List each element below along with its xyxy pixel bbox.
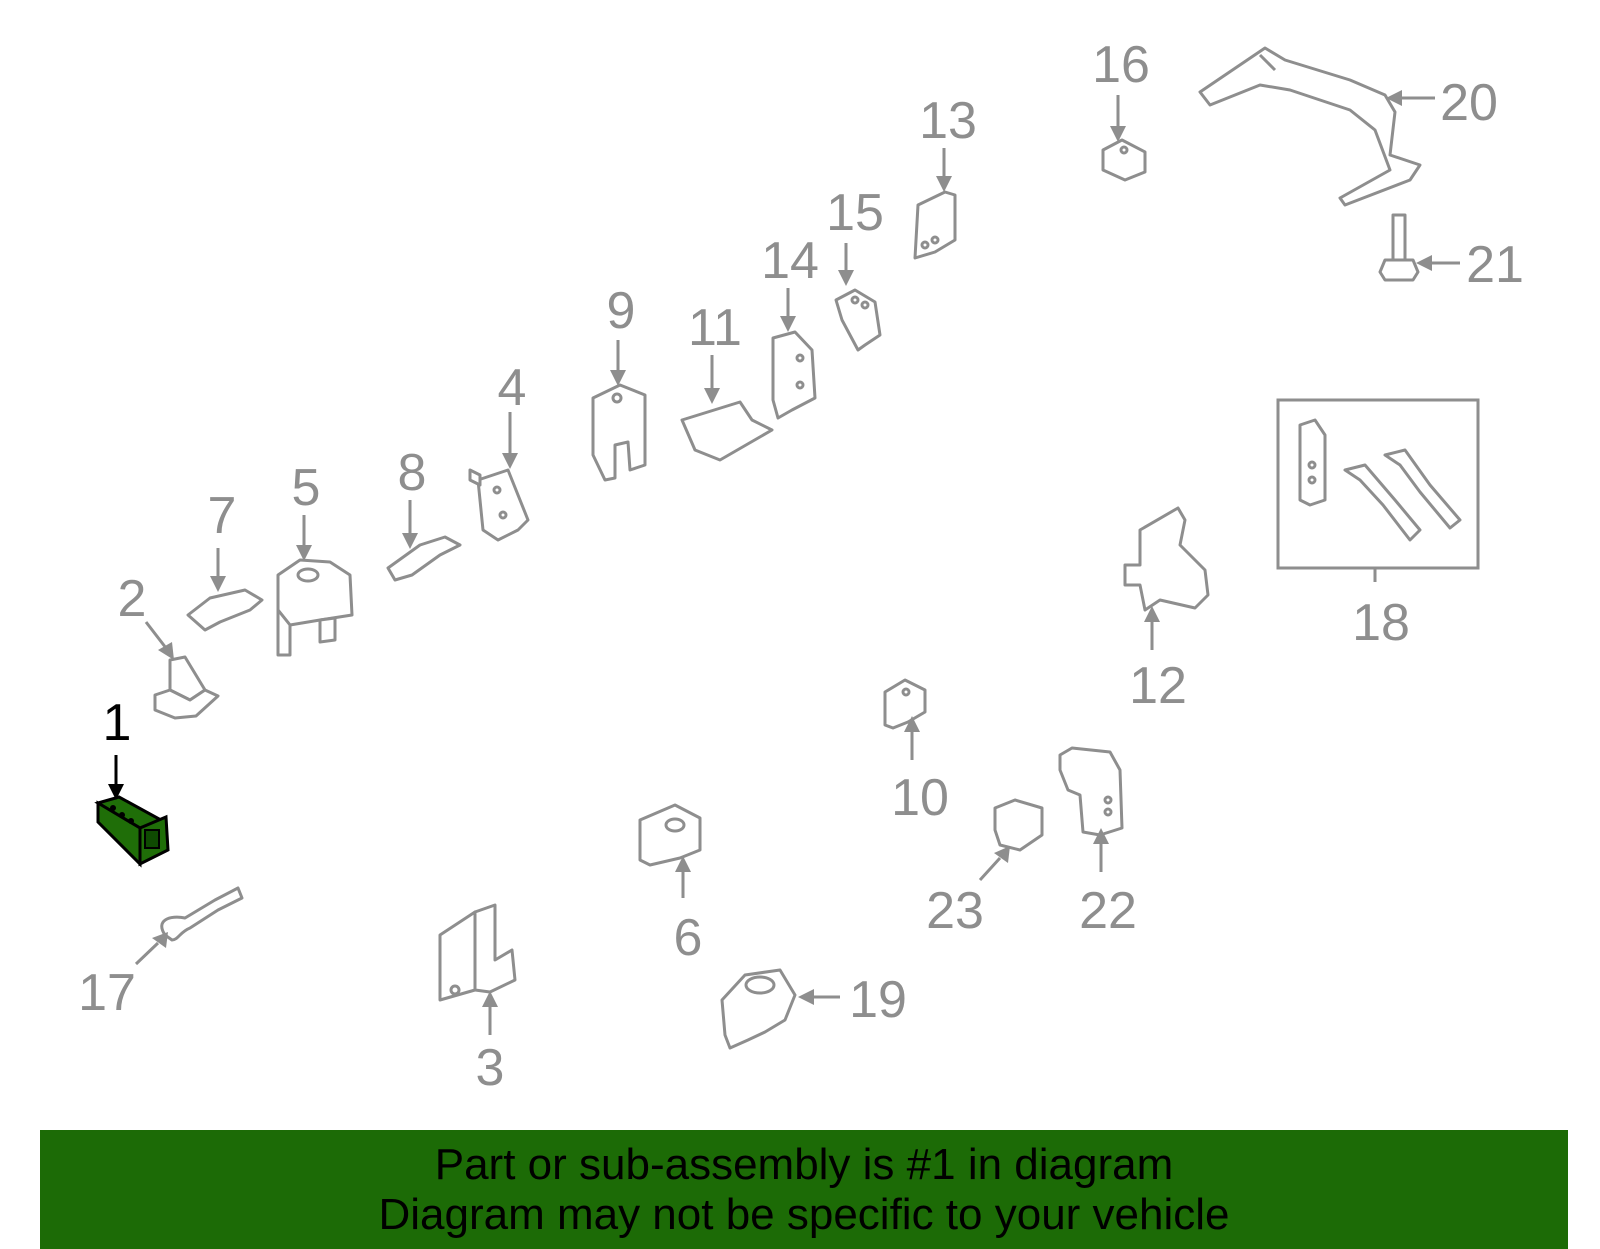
part-13-shape[interactable] (913, 190, 957, 260)
part-20-label[interactable]: 20 (1440, 74, 1498, 132)
part-15-label[interactable]: 15 (826, 184, 884, 242)
part-4-arrow (502, 412, 518, 469)
part-5-arrow (296, 515, 312, 561)
part-9-arrow (610, 340, 626, 386)
part-21-arrow (1416, 255, 1460, 271)
part-19-label[interactable]: 19 (849, 971, 907, 1029)
part-11-shape[interactable] (680, 400, 774, 462)
part-6-shape[interactable] (638, 803, 702, 867)
part-13-arrow (936, 148, 952, 192)
part-7-label[interactable]: 7 (208, 487, 237, 545)
part-2-shape[interactable] (153, 655, 220, 720)
part-21-label[interactable]: 21 (1466, 236, 1524, 294)
part-10-label[interactable]: 10 (891, 769, 949, 827)
part-16-shape[interactable] (1101, 138, 1147, 182)
part-5-label[interactable]: 5 (292, 459, 321, 517)
part-10-shape[interactable] (883, 678, 927, 730)
part-16-label[interactable]: 16 (1092, 36, 1150, 94)
part-7-shape[interactable] (186, 588, 264, 632)
part-18-label[interactable]: 18 (1352, 594, 1410, 652)
part-18-shape[interactable] (1298, 418, 1462, 542)
part-17-shape[interactable] (160, 886, 244, 942)
part-6-label[interactable]: 6 (674, 909, 703, 967)
part-3-label[interactable]: 3 (476, 1039, 505, 1097)
part-21-shape[interactable] (1378, 213, 1420, 282)
part-8-shape[interactable] (386, 535, 462, 582)
info-banner: Part or sub-assembly is #1 in diagram Di… (40, 1130, 1568, 1249)
part-15-shape[interactable] (834, 288, 882, 352)
part-14-shape[interactable] (771, 330, 817, 420)
part-10-arrow (904, 716, 920, 760)
part-19-shape[interactable] (720, 968, 797, 1050)
part-4-shape[interactable] (468, 468, 530, 542)
banner-background (40, 1130, 1568, 1249)
part-14-label[interactable]: 14 (761, 232, 819, 290)
part-5-shape[interactable] (276, 558, 354, 657)
part-22-shape[interactable] (1058, 746, 1124, 837)
part-7-arrow (210, 548, 226, 592)
part-20-arrow (1386, 90, 1435, 106)
part-1-label[interactable]: 1 (103, 694, 132, 752)
part-8-arrow (402, 500, 418, 549)
part-4-label[interactable]: 4 (498, 359, 527, 417)
part-12-label[interactable]: 12 (1129, 657, 1187, 715)
part-20-shape[interactable] (1198, 46, 1422, 207)
part-22-label[interactable]: 22 (1079, 882, 1137, 940)
part-2-arrow (144, 621, 174, 660)
part-19-arrow (798, 989, 840, 1005)
part-1-arrow (108, 755, 124, 800)
part-3-shape[interactable] (438, 903, 517, 1002)
part-2-label[interactable]: 2 (118, 570, 147, 628)
part-15-arrow (838, 243, 854, 286)
part-17-arrow (134, 932, 168, 966)
part-12-shape[interactable] (1123, 506, 1210, 612)
part-1-shape[interactable] (94, 795, 170, 868)
part-9-shape[interactable] (591, 383, 647, 482)
banner-line-1: Part or sub-assembly is #1 in diagram (434, 1140, 1174, 1189)
part-6-arrow (675, 856, 691, 898)
part-16-arrow (1110, 95, 1126, 142)
part-9-label[interactable]: 9 (607, 282, 636, 340)
part-8-label[interactable]: 8 (398, 444, 427, 502)
part-11-label[interactable]: 11 (688, 299, 742, 357)
part-23-arrow (978, 846, 1010, 882)
part-17-label[interactable]: 17 (78, 964, 136, 1022)
part-22-arrow (1093, 828, 1109, 872)
banner-line-2: Diagram may not be specific to your vehi… (378, 1190, 1230, 1239)
part-13-label[interactable]: 13 (919, 92, 977, 150)
part-3-arrow (482, 991, 498, 1035)
part-11-arrow (704, 355, 720, 404)
part-23-shape[interactable] (993, 798, 1044, 852)
part-23-label[interactable]: 23 (926, 882, 984, 940)
part-14-arrow (780, 288, 796, 332)
part-12-arrow (1144, 606, 1160, 650)
